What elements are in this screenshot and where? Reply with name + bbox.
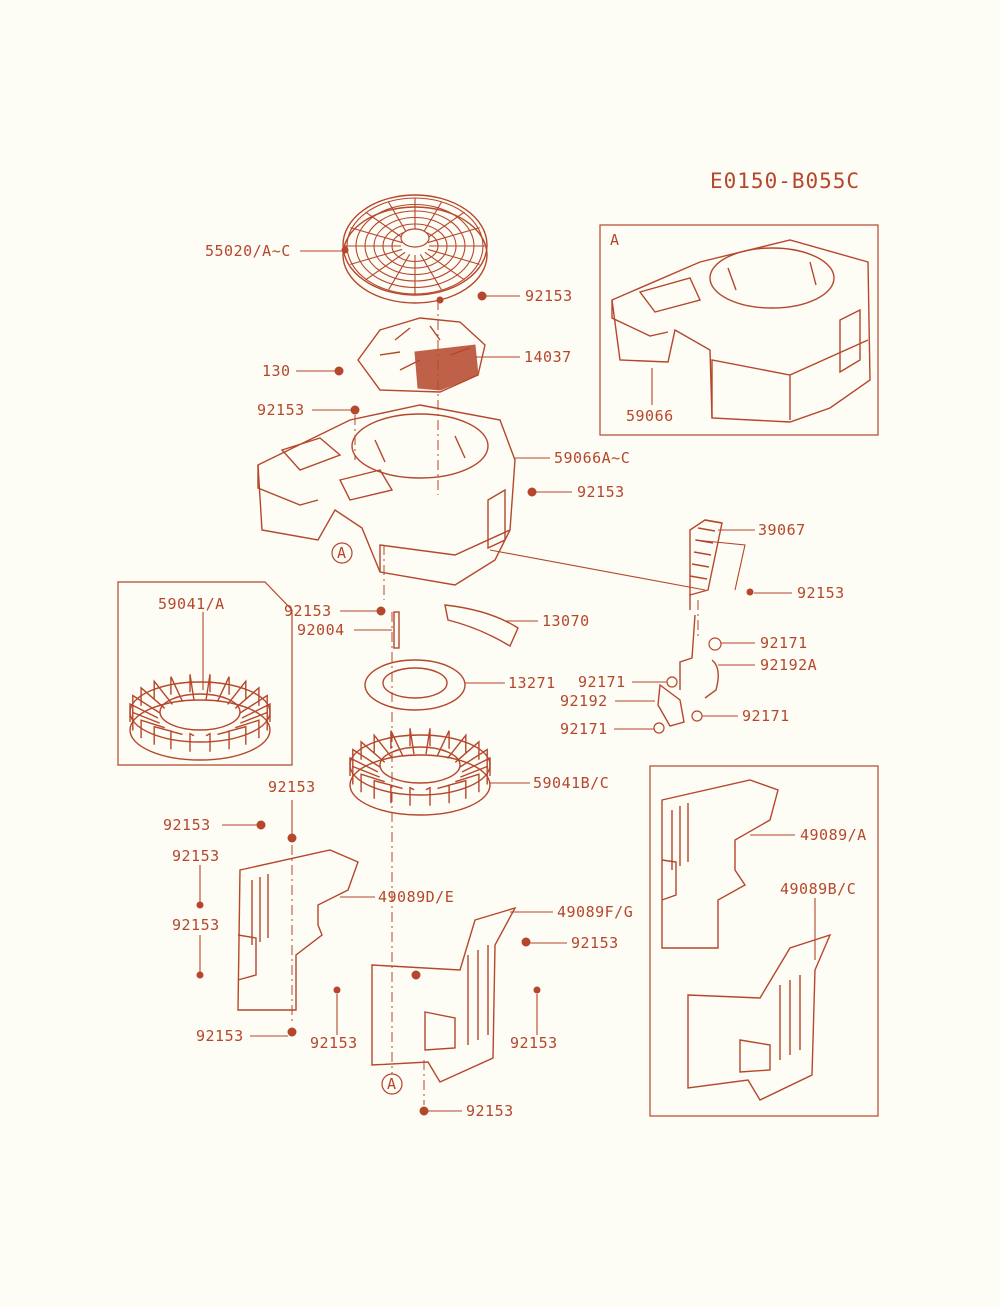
fan-59041bc-drawing <box>349 728 491 816</box>
shroud-49089bc-drawing <box>687 933 832 1101</box>
svg-text:A: A <box>337 544 347 562</box>
label-92153: 92153 <box>172 847 220 865</box>
label-49089de: 49089D/E <box>378 888 454 906</box>
label-59041bc: 59041B/C <box>533 774 609 792</box>
shroud-49089a-drawing <box>661 779 779 949</box>
gasket-13271-drawing <box>364 659 466 711</box>
label-92153: 92153 <box>172 916 220 934</box>
label-59066ac: 59066A~C <box>554 449 630 467</box>
ref-marker-a-upper: A <box>331 542 353 564</box>
label-92171: 92171 <box>578 673 626 691</box>
label-92153: 92153 <box>577 483 625 501</box>
label-92153: 92153 <box>510 1034 558 1052</box>
pin-92004-drawing <box>376 606 400 649</box>
guide-39067-drawing <box>653 519 746 734</box>
label-92153: 92153 <box>268 778 316 796</box>
label-13271: 13271 <box>508 674 556 692</box>
inset-box-49089 <box>649 765 879 1117</box>
label-92153: 92153 <box>466 1102 514 1120</box>
ref-marker-a-lower: A <box>381 1073 403 1095</box>
inset-letter-a: A <box>610 231 620 249</box>
label-92153: 92153 <box>571 934 619 952</box>
svg-text:A: A <box>387 1075 397 1093</box>
shroud-49089de-drawing <box>237 833 359 1037</box>
housing-59066-drawing <box>611 239 871 423</box>
label-55020: 55020/A~C <box>205 242 291 260</box>
inset-box-a: A <box>599 224 879 436</box>
inset-box-59041a <box>117 581 293 766</box>
label-92153: 92153 <box>797 584 845 602</box>
label-92153: 92153 <box>163 816 211 834</box>
label-130: 130 <box>262 362 291 380</box>
label-92153: 92153 <box>525 287 573 305</box>
cover-plate-drawing <box>357 317 486 393</box>
label-92171: 92171 <box>560 720 608 738</box>
label-13070: 13070 <box>542 612 590 630</box>
label-39067: 39067 <box>758 521 806 539</box>
label-92171: 92171 <box>742 707 790 725</box>
label-92004: 92004 <box>297 621 345 639</box>
label-49089bc: 49089B/C <box>780 880 856 898</box>
screen-55020-drawing <box>341 194 488 304</box>
label-92192: 92192 <box>560 692 608 710</box>
diagram-code: E0150-B055C <box>710 169 860 193</box>
shroud-49089fg-drawing <box>371 906 517 1116</box>
label-92153: 92153 <box>284 602 332 620</box>
label-92153: 92153 <box>257 401 305 419</box>
label-92153: 92153 <box>196 1027 244 1045</box>
housing-59066ac-drawing <box>257 404 516 586</box>
label-92171: 92171 <box>760 634 808 652</box>
label-92153: 92153 <box>310 1034 358 1052</box>
label-59066: 59066 <box>626 407 674 425</box>
label-14037: 14037 <box>524 348 572 366</box>
label-49089fg: 49089F/G <box>557 903 633 921</box>
bolts <box>196 291 754 994</box>
shield-13070-drawing <box>444 604 519 648</box>
part-labels: 55020/A~C 92153 14037 130 92153 59066A~C… <box>158 242 867 1120</box>
center-lines <box>291 300 699 1105</box>
label-59041a: 59041/A <box>158 595 225 613</box>
leader-lines <box>199 250 816 1112</box>
label-49089a: 49089/A <box>800 826 867 844</box>
label-92192a: 92192A <box>760 656 817 674</box>
fan-59041a-drawing <box>129 674 271 761</box>
